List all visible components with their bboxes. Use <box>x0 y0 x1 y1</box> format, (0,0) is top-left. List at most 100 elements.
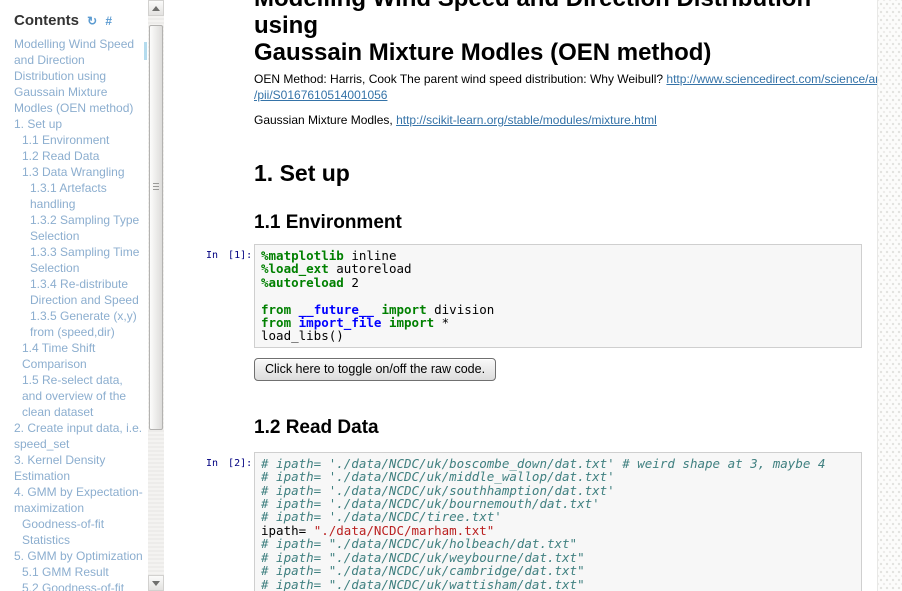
section-heading-read-data: 1.2 Read Data <box>254 416 379 438</box>
sciencedirect-link-continued[interactable]: /pii/S0167610514001056 <box>254 88 388 102</box>
toc-item: 1.3.1 Artefacts handling <box>14 180 146 212</box>
code-token: # ipath= './data/NCDC/tiree.txt' <box>261 509 502 525</box>
toc-item: 1.3.5 Generate (x,y) from (speed,dir) <box>14 308 146 340</box>
code-token: # ipath= './data/NCDC/uk/boscombe_down/d… <box>261 455 826 471</box>
code-line: ipath= "./data/NCDC/marham.txt" <box>261 524 855 537</box>
toc-link[interactable]: 1.2 Read Data <box>22 149 100 163</box>
code-token: import <box>388 315 435 331</box>
toc-link[interactable]: Goodness-of-fit Statistics <box>22 517 105 547</box>
toc-link[interactable]: 1.3.1 Artefacts handling <box>30 181 107 211</box>
code-input-2[interactable]: # ipath= './data/NCDC/uk/boscombe_down/d… <box>254 451 862 591</box>
toc-link[interactable]: 3. Kernel Density Estimation <box>14 453 106 483</box>
toc-link[interactable]: 5.1 GMM Result <box>22 565 109 579</box>
toc-title: Contents <box>14 12 79 29</box>
toc-sidebar: Contents ↻ # Modelling Wind Speed and Di… <box>0 0 148 591</box>
toc-link[interactable]: 1.3.3 Sampling Time Selection <box>30 245 140 275</box>
intro-paragraph: OEN Method: Harris, Cook The parent wind… <box>254 71 877 103</box>
toc-link[interactable]: Modelling Wind Speed and Direction Distr… <box>14 37 135 115</box>
intro-text: OEN Method: Harris, Cook The parent wind… <box>254 72 667 86</box>
toc-item: 1.1 Environment <box>14 132 146 148</box>
code-line: # ipath= './data/NCDC/uk/middle_wallop/d… <box>261 470 855 483</box>
code-token: # ipath= './data/NCDC/uk/middle_wallop/d… <box>261 469 615 485</box>
notebook-title-line1: Modelling Wind Speed and Direction Distr… <box>254 0 811 39</box>
toc-item: 1.3.3 Sampling Time Selection <box>14 244 146 276</box>
code-token: from <box>261 301 292 317</box>
arrow-down-icon <box>152 580 160 586</box>
code-line: # ipath= "./data/NCDC/uk/weybourne/dat.t… <box>261 550 855 564</box>
toc-item: 1.3.4 Re-distribute Direction and Speed <box>14 276 146 308</box>
toc-link[interactable]: 1.3.4 Re-distribute Direction and Speed <box>30 277 139 307</box>
sidebar-scroll-indicator <box>144 42 147 60</box>
toggle-raw-code-button[interactable]: Click here to toggle on/off the raw code… <box>254 357 497 381</box>
toc-reload-icon[interactable]: ↻ <box>87 14 98 28</box>
toc-item: 3. Kernel Density Estimation <box>14 452 146 484</box>
code-input-1[interactable]: %matplotlib inline%load_ext autoreload%a… <box>254 244 862 348</box>
code-token: # ipath= './data/NCDC/uk/southhamption/d… <box>261 482 615 498</box>
code-token: # ipath= "./data/NCDC/uk/wattisham/dat.t… <box>261 576 585 591</box>
toc-link[interactable]: 2. Create input data, i.e. speed_set <box>14 421 143 451</box>
code-line: # ipath= "./data/NCDC/uk/holbeach/dat.tx… <box>261 537 855 550</box>
code-token: # ipath= "./data/NCDC/uk/holbeach/dat.tx… <box>261 536 578 552</box>
vertical-scrollbar[interactable] <box>148 0 164 591</box>
code-line: %load_ext autoreload <box>261 262 855 275</box>
code-token: autoreload <box>328 261 412 277</box>
gmm-reference-text: Gaussian Mixture Modles, <box>254 113 397 127</box>
code-line: load_libs() <box>261 329 855 342</box>
toc-header: Contents ↻ # <box>14 12 146 29</box>
scrollbar-up-button[interactable] <box>148 0 164 16</box>
page-background-texture <box>877 0 902 591</box>
toc-anchor-icon[interactable]: # <box>105 14 113 28</box>
code-cell-1: In [1]: %matplotlib inline%load_ext auto… <box>206 244 877 348</box>
toc-link[interactable]: 1.3.2 Sampling Type Selection <box>30 213 140 243</box>
toc-item: 1.2 Read Data <box>14 148 146 164</box>
code-token: import_file <box>298 315 382 331</box>
toc-item: 5.1 GMM Result <box>14 564 146 580</box>
code-line: # ipath= './data/NCDC/uk/southhamption/d… <box>261 482 855 498</box>
code-cell-2: In [2]: # ipath= './data/NCDC/uk/boscomb… <box>206 451 877 591</box>
toc-item: 1.5 Re-select data, and overview of the … <box>14 372 146 420</box>
scrollbar-thumb[interactable] <box>149 25 163 430</box>
code-token: load_libs() <box>261 328 344 344</box>
code-token: # ipath= "./data/NCDC/uk/cambridge/dat.t… <box>261 563 585 579</box>
code-line: # ipath= "./data/NCDC/uk/wattisham/dat.t… <box>261 576 855 591</box>
toc-link[interactable]: 5.2 Goodness-of-fit statistics <box>22 581 125 591</box>
notebook-title-line2: Gaussain Mixture Modles (OEN method) <box>254 39 712 66</box>
toc-link[interactable]: 1.3.5 Generate (x,y) from (speed,dir) <box>30 309 137 339</box>
scrollbar-grip-icon <box>153 182 159 191</box>
code-token: inline <box>343 248 397 263</box>
toc-link[interactable]: 1.3 Data Wrangling <box>22 165 125 179</box>
toc-link[interactable]: 5. GMM by Optimization <box>14 549 143 563</box>
code-token: 2 <box>343 274 359 290</box>
code-line: # ipath= "./data/NCDC/uk/cambridge/dat.t… <box>261 564 855 577</box>
toc-link[interactable]: 1.5 Re-select data, and overview of the … <box>22 373 127 419</box>
toc-item: 1. Set up <box>14 116 146 132</box>
code-token <box>381 315 389 330</box>
scrollbar-down-button[interactable] <box>148 575 164 591</box>
code-token: from <box>261 315 292 331</box>
input-prompt-2: In [2]: <box>206 457 253 469</box>
scrollbar-track[interactable] <box>148 16 164 575</box>
toc-link[interactable]: 1.1 Environment <box>22 133 110 147</box>
code-token: %autoreload <box>261 274 344 290</box>
code-line: # ipath= './data/NCDC/tiree.txt' <box>261 510 855 523</box>
toc-link[interactable]: 1.4 Time Shift Comparison <box>22 341 96 371</box>
code-token: %matplotlib <box>261 248 344 263</box>
scikit-learn-link[interactable]: http://scikit-learn.org/stable/modules/m… <box>396 113 657 127</box>
code-line: from __future__ import division <box>261 301 855 317</box>
code-line: %autoreload 2 <box>261 276 855 289</box>
code-line: from import_file import * <box>261 316 855 329</box>
toc-item: 4. GMM by Expectation-maximization <box>14 484 146 516</box>
code-token: * <box>434 315 450 331</box>
toc-item: 1.4 Time Shift Comparison <box>14 340 146 372</box>
toc-link[interactable]: 4. GMM by Expectation-maximization <box>14 485 143 515</box>
code-token: # ipath= './data/NCDC/uk/bournemouth/dat… <box>261 496 600 512</box>
code-token: "./data/NCDC/marham.txt" <box>313 522 495 538</box>
sciencedirect-link[interactable]: http://www.sciencedirect.com/science/art… <box>666 72 877 86</box>
arrow-up-icon <box>152 5 160 11</box>
input-prompt-1: In [1]: <box>206 250 253 261</box>
toc-link[interactable]: 1. Set up <box>14 117 63 131</box>
code-token: %load_ext <box>261 261 329 277</box>
code-block-1: %matplotlib inline%load_ext autoreload%a… <box>261 249 855 343</box>
code-token: ipath= <box>261 522 314 538</box>
